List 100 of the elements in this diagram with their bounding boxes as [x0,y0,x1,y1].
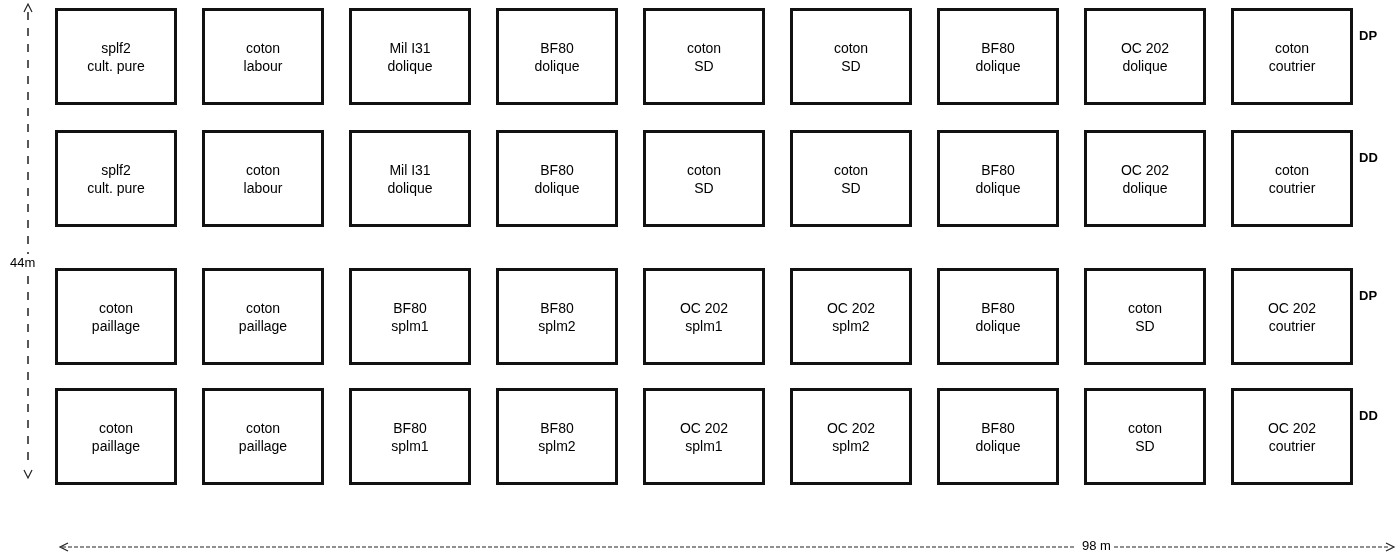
plot-label: paillage [238,436,288,455]
plot-label: splm2 [832,436,870,455]
plot-box [1084,130,1206,227]
plot-box [790,388,912,485]
plot-box [55,388,177,485]
plot-label: BF80 [981,160,1015,179]
plot-label: coton [686,38,722,57]
dimension-label: 98 m [1080,538,1113,552]
plot-box [1084,268,1206,365]
plot-label: OC 202 [1267,298,1317,317]
plot-label: BF80 [540,418,574,437]
plot-label: splm1 [685,436,723,455]
plot-label: BF80 [981,38,1015,57]
plot-label: Mil I31 [389,160,431,179]
plot-label: splm2 [832,316,870,335]
plot-box [55,268,177,365]
plot-box [202,8,324,105]
plot-box [55,130,177,227]
plot-box [1231,8,1353,105]
plot-box [937,130,1059,227]
plot-label: BF80 [393,418,427,437]
plot-box [496,388,618,485]
plot-label: coton [245,298,281,317]
plot-box [349,388,471,485]
plot-label: OC 202 [1120,160,1170,179]
plot-label: OC 202 [826,298,876,317]
plot-box [349,130,471,227]
plot-label: dolique [975,436,1021,455]
plot-label: cult. pure [87,56,145,75]
plot-label: BF80 [540,298,574,317]
plot-label: paillage [91,316,141,335]
plot-label: coton [833,38,869,57]
plot-label: OC 202 [826,418,876,437]
plot-box [202,130,324,227]
plot-label: Mil I31 [389,38,431,57]
plot-box [790,8,912,105]
plot-label: coton [686,160,722,179]
plot-label: OC 202 [1120,38,1170,57]
plot-label: coutrier [1268,178,1316,197]
plot-box [349,268,471,365]
plot-label: splm1 [391,436,429,455]
plot-label: BF80 [540,38,574,57]
plot-label: paillage [238,316,288,335]
plot-box [496,268,618,365]
plot-box [643,130,765,227]
plot-box [643,268,765,365]
plot-label: coton [1274,38,1310,57]
plot-label: labour [243,178,283,197]
plot-box [937,268,1059,365]
plot-label: BF80 [981,418,1015,437]
plot-label: dolique [975,316,1021,335]
plot-label: OC 202 [679,298,729,317]
plot-box [55,8,177,105]
plot-label: coton [245,160,281,179]
plot-label: coton [1127,418,1163,437]
plot-box [937,388,1059,485]
plot-box [496,130,618,227]
plot-label: SD [694,178,714,197]
plot-box [496,8,618,105]
plot-label: BF80 [540,160,574,179]
plot-label: dolique [387,56,433,75]
plot-label: splm2 [538,316,576,335]
plot-box [349,8,471,105]
plot-box [202,388,324,485]
plot-label: splm1 [391,316,429,335]
plot-label: splf2 [101,160,131,179]
plot-box [1231,388,1353,485]
plot-label: coutrier [1268,56,1316,75]
plot-label: coton [245,38,281,57]
plot-label: coton [833,160,869,179]
plot-box [643,8,765,105]
plot-label: BF80 [981,298,1015,317]
plot-label: OC 202 [1267,418,1317,437]
plot-label: OC 202 [679,418,729,437]
plot-label: BF80 [393,298,427,317]
plot-box [1084,388,1206,485]
plot-box [790,130,912,227]
plot-label: SD [1135,436,1155,455]
plot-box [1084,8,1206,105]
plot-label: coton [98,418,134,437]
plot-box [937,8,1059,105]
plot-label: coton [245,418,281,437]
plot-label: dolique [534,56,580,75]
plot-label: coutrier [1268,436,1316,455]
plot-label: cult. pure [87,178,145,197]
plot-box [643,388,765,485]
plot-label: dolique [1122,178,1168,197]
plot-label: labour [243,56,283,75]
plot-label: dolique [975,178,1021,197]
plot-label: SD [694,56,714,75]
plot-box [1231,130,1353,227]
plot-label: splm2 [538,436,576,455]
plot-label: dolique [975,56,1021,75]
plot-label: SD [841,56,861,75]
plot-label: dolique [534,178,580,197]
plot-label: SD [841,178,861,197]
plot-box [202,268,324,365]
plot-box [1231,268,1353,365]
plot-label: splf2 [101,38,131,57]
plot-label: coutrier [1268,316,1316,335]
